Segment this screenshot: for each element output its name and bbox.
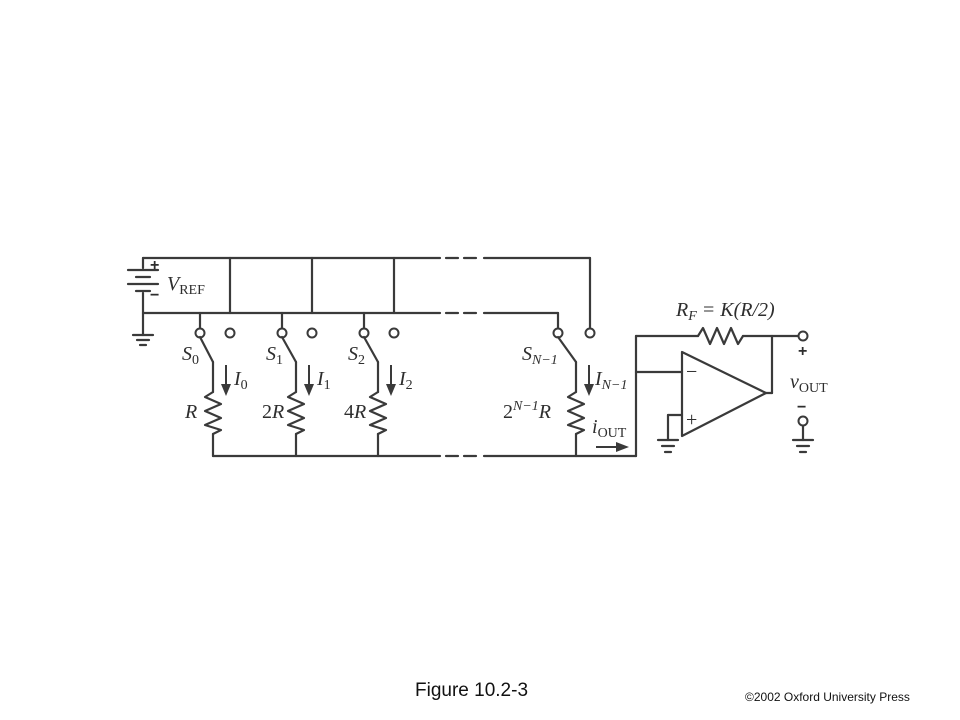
op-amp-noninverting-sign: + (686, 409, 697, 431)
resistor-2n-1r (566, 360, 586, 458)
op-amp-inverting-sign: − (686, 361, 697, 383)
switch-sn-1 (552, 327, 596, 364)
vout-minus-sign: − (797, 399, 806, 416)
current-label-in-1: IN−1 (594, 368, 627, 393)
current-arrow-i2 (386, 365, 396, 396)
resistor-label-4r: 4R (344, 401, 366, 423)
resistor-r (203, 360, 223, 458)
resistor-4r (368, 360, 388, 458)
current-arrow-i1 (304, 365, 314, 396)
rf-label: RF = K(R/2) (675, 299, 775, 324)
current-label-i1: I1 (316, 368, 331, 393)
ground-icon-opamp (656, 438, 680, 454)
current-arrow-in-1 (584, 365, 594, 396)
resistor-2r (286, 360, 306, 458)
ground-icon-battery (131, 333, 155, 347)
switch-label-s2: S2 (348, 343, 365, 368)
resistor-label-r: R (184, 401, 197, 423)
summing-bus (211, 334, 684, 458)
switch-label-sn-1: SN−1 (522, 343, 558, 368)
vref-rail (141, 256, 592, 332)
resistor-label-2n-1r: 2N−1R (503, 399, 551, 423)
current-arrow-i0 (221, 365, 231, 396)
battery-symbol: + − (126, 256, 159, 337)
resistor-label-2r: 2R (262, 401, 284, 423)
iout-label: iOUT (592, 416, 627, 441)
op-amp: − + (666, 350, 774, 442)
switch-s1 (276, 327, 318, 364)
copyright-notice: ©2002 Oxford University Press (745, 690, 910, 704)
current-label-i0: I0 (233, 368, 248, 393)
battery-plus-sign: + (150, 257, 159, 274)
switch-label-s1: S1 (266, 343, 283, 368)
current-label-i2: I2 (398, 368, 413, 393)
current-arrow-iout (596, 442, 629, 452)
vref-label: VREF (167, 273, 205, 298)
figure-caption: Figure 10.2-3 (415, 680, 529, 701)
switch-s2 (358, 327, 400, 364)
ground-rail (141, 311, 560, 330)
vout-label: vOUT (790, 371, 828, 396)
switch-s0 (194, 327, 236, 364)
vout-plus-sign: + (798, 343, 807, 360)
output-terminals: + − (791, 330, 815, 454)
switch-label-s0: S0 (182, 343, 199, 368)
feedback-resistor-rf (634, 326, 800, 395)
battery-minus-sign: − (150, 287, 159, 304)
